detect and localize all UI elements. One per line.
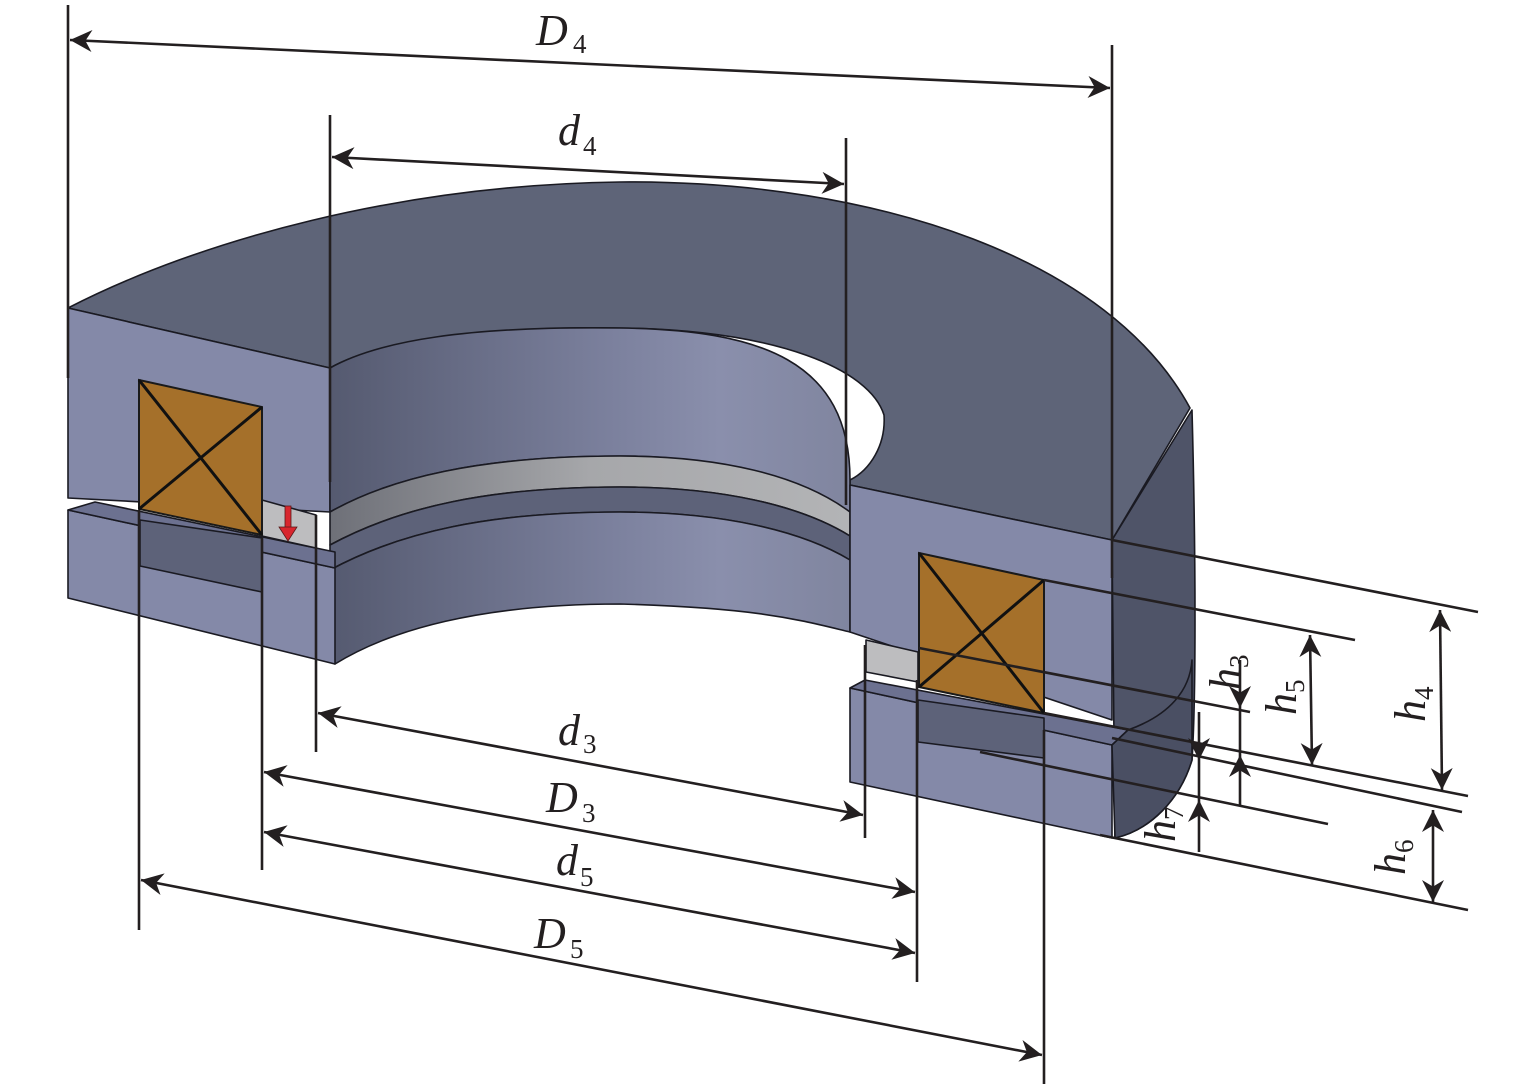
label-d4: d 4 — [558, 106, 597, 161]
svg-text:5: 5 — [580, 862, 594, 892]
svg-text:h: h — [1386, 700, 1435, 722]
svg-text:d: d — [556, 836, 579, 885]
right-coil — [917, 551, 1046, 715]
label-D4: D 4 — [535, 6, 587, 59]
dim-D5 — [140, 873, 1043, 1062]
svg-text:h: h — [1201, 668, 1250, 690]
label-h6: h 6 — [1366, 840, 1419, 876]
dim-D4 — [69, 30, 1111, 98]
svg-text:h: h — [1366, 853, 1415, 875]
svg-text:h: h — [1257, 693, 1306, 715]
svg-text:3: 3 — [583, 729, 597, 759]
svg-text:5: 5 — [1280, 680, 1310, 694]
svg-text:D: D — [545, 773, 578, 822]
extension-lines — [66, 5, 1479, 1084]
svg-text:4: 4 — [583, 131, 597, 161]
label-D3: D 3 — [545, 773, 596, 828]
left-coil — [137, 378, 264, 537]
svg-text:7: 7 — [1159, 807, 1189, 821]
label-d5: d 5 — [556, 836, 594, 892]
label-D5: D 5 — [533, 909, 584, 964]
label-h4: h 4 — [1386, 686, 1439, 722]
dim-d5 — [263, 825, 916, 960]
label-h7: h 7 — [1136, 807, 1189, 843]
svg-text:3: 3 — [1224, 655, 1254, 669]
svg-text:3: 3 — [582, 798, 596, 828]
dim-d4 — [331, 147, 845, 194]
svg-text:4: 4 — [1409, 686, 1439, 700]
svg-text:5: 5 — [570, 934, 584, 964]
svg-text:D: D — [533, 909, 566, 958]
label-d3: d 3 — [558, 706, 597, 759]
svg-text:d: d — [558, 706, 581, 755]
outer-side-lower — [1111, 659, 1193, 839]
down-arrow-icon — [278, 505, 298, 542]
magnet-body — [67, 181, 1196, 839]
label-h5: h 5 — [1257, 680, 1310, 716]
svg-text:6: 6 — [1389, 840, 1419, 854]
svg-text:h: h — [1136, 820, 1185, 842]
dim-h4 — [1429, 609, 1453, 791]
svg-text:d: d — [558, 106, 581, 155]
dim-h5 — [1299, 634, 1323, 766]
dimension-lines — [69, 30, 1453, 1062]
label-h3: h 3 — [1201, 655, 1254, 691]
svg-text:4: 4 — [573, 29, 587, 59]
svg-text:D: D — [535, 6, 568, 55]
